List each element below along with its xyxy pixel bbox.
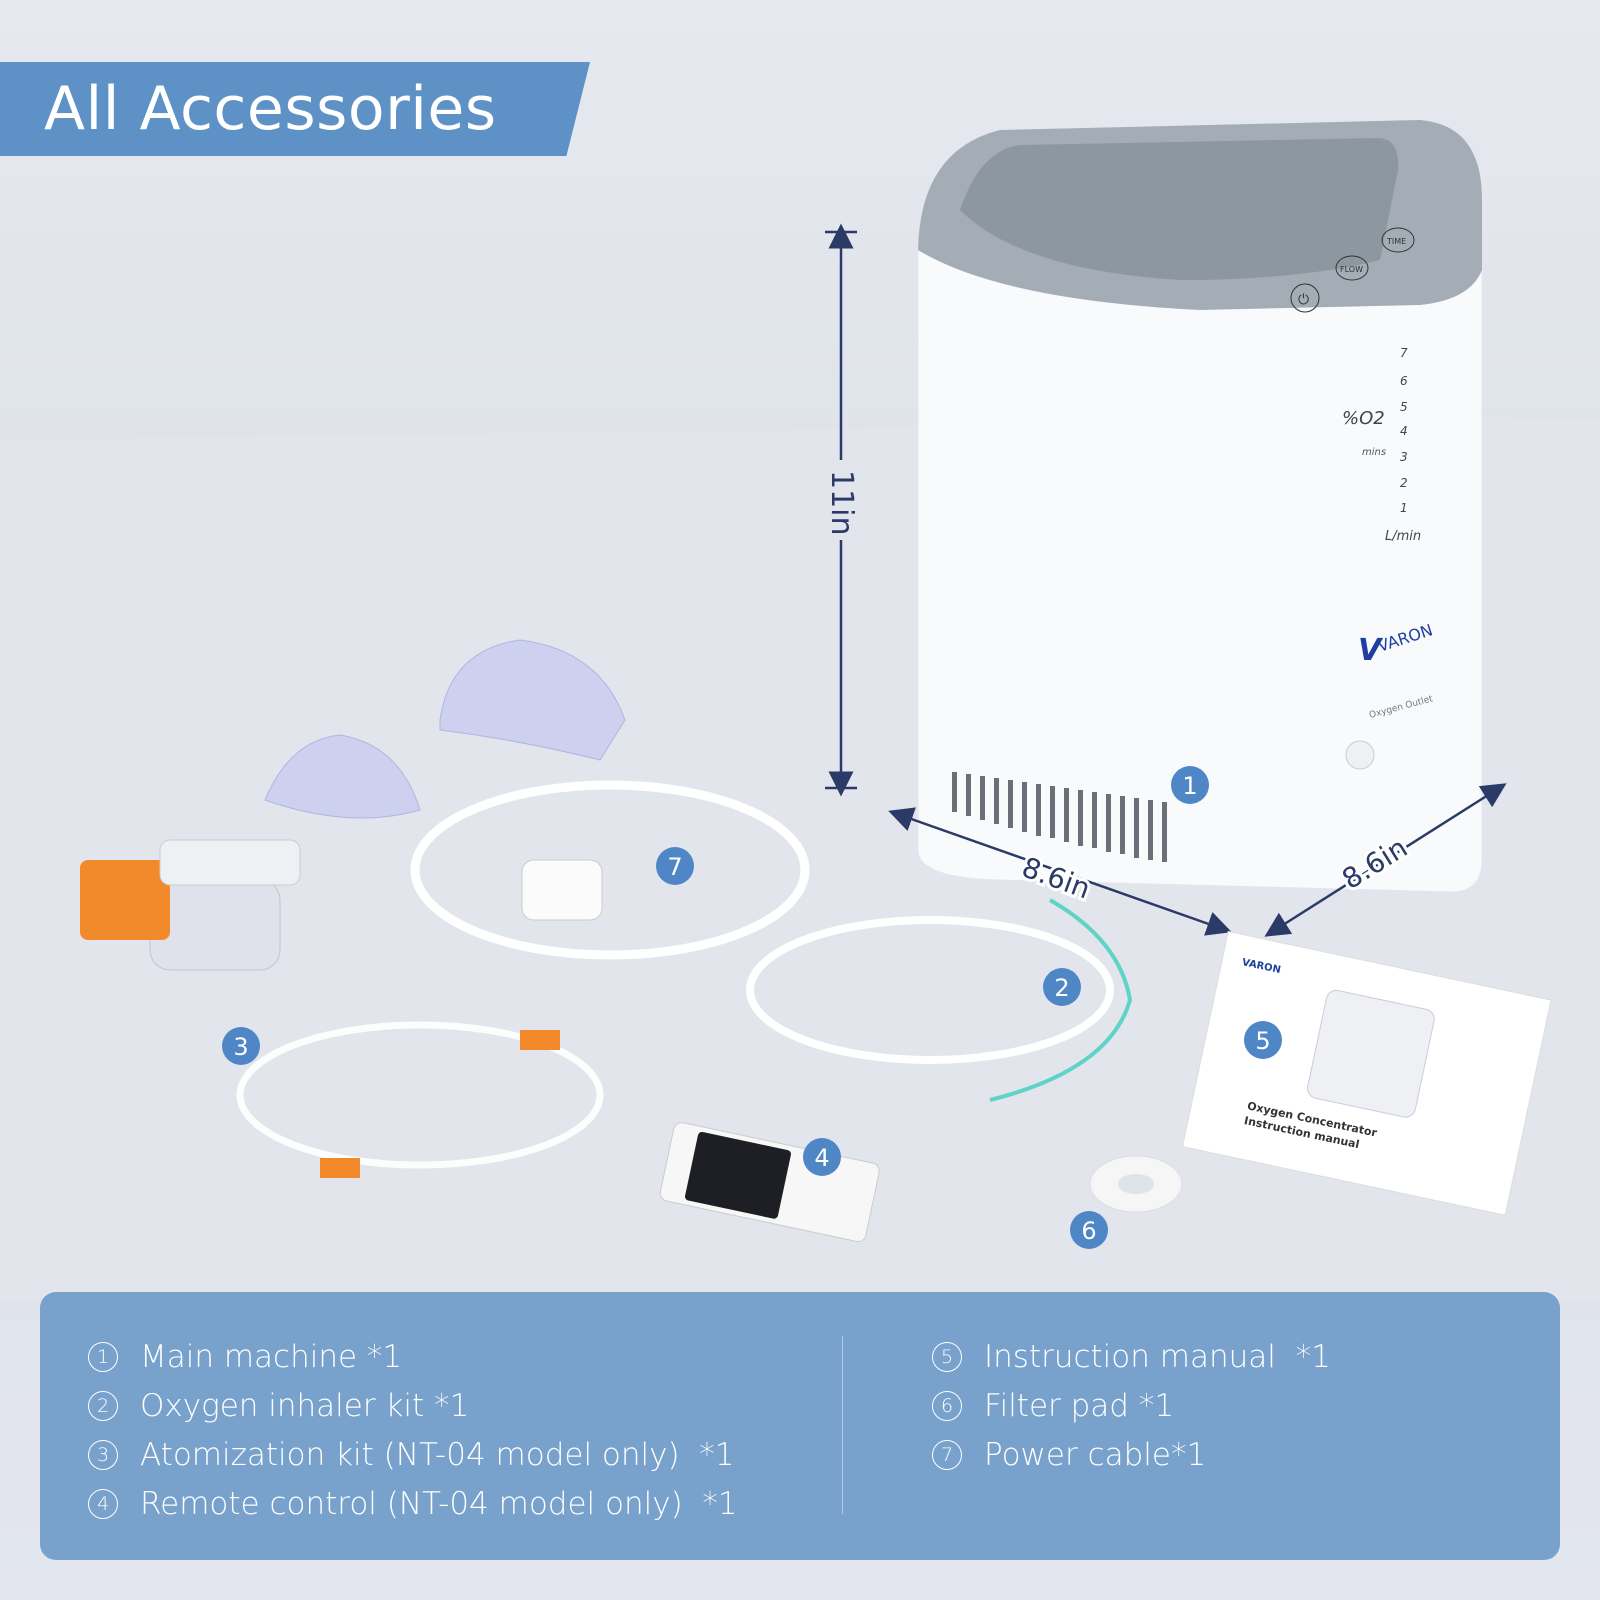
flow-unit: L/min: [1385, 529, 1421, 544]
item-number: 1: [88, 1341, 118, 1372]
list-item: 7 Power cable*1: [932, 1430, 1331, 1479]
flow-level: 1: [1400, 501, 1408, 515]
list-item: 6 Filter pad *1: [932, 1381, 1331, 1430]
list-item: 4 Remote control (NT-04 model only) *1: [88, 1479, 738, 1528]
adult-mask: [439, 639, 626, 761]
power-plug: [521, 859, 603, 921]
flow-level: 6: [1400, 374, 1408, 388]
main-machine: ⏻ FLOW TIME %O2 mins 7 6 5 4 3 2 1 L/min…: [917, 120, 1483, 893]
badge-6: 6: [1081, 1217, 1096, 1245]
item-number: 2: [88, 1390, 118, 1421]
instruction-manual: VARON Oxygen Concentrator Instruction ma…: [1181, 930, 1552, 1216]
o2-label: %O2: [1342, 408, 1385, 429]
list-item: 2 Oxygen inhaler kit *1: [88, 1381, 738, 1430]
dimension-lines: [825, 223, 1507, 937]
flow-level: 2: [1400, 476, 1408, 490]
page-title: All Accessories: [44, 74, 497, 144]
list-item: 3 Atomization kit (NT-04 model only) *1: [88, 1430, 738, 1479]
item-label: Instruction manual *1: [984, 1338, 1331, 1375]
item-label: Filter pad *1: [984, 1387, 1175, 1424]
child-mask: [264, 734, 421, 819]
item-label: Main machine *1: [140, 1338, 403, 1375]
column-divider: [842, 1336, 843, 1514]
oxygen-outlet: [1345, 740, 1375, 770]
nasal-cannula: [989, 898, 1133, 1102]
tube-connector: [520, 1030, 560, 1050]
badge-4: 4: [814, 1144, 829, 1172]
flow-button-label: FLOW: [1340, 265, 1363, 274]
item-label: Oxygen inhaler kit *1: [140, 1387, 470, 1424]
flow-level: 3: [1400, 450, 1408, 464]
item-number: 7: [932, 1439, 962, 1470]
item-number: 6: [932, 1390, 962, 1421]
remote-control: [659, 1122, 880, 1243]
power-cable: [410, 780, 810, 960]
item-label: Power cable*1: [984, 1436, 1207, 1473]
item-label: Atomization kit (NT-04 model only) *1: [140, 1436, 735, 1473]
list-item: 1 Main machine *1: [88, 1332, 738, 1381]
varon-logo-mark: V: [1358, 633, 1384, 668]
oxygen-tube: [746, 916, 1114, 1064]
power-icon: ⏻: [1298, 292, 1309, 308]
tube-connector: [320, 1158, 360, 1178]
badge-5: 5: [1255, 1027, 1270, 1055]
badge-1: 1: [1182, 772, 1197, 800]
list-item: 5 Instruction manual *1: [932, 1332, 1331, 1381]
height-dimension: 11in: [824, 470, 859, 536]
time-button-label: TIME: [1386, 237, 1406, 246]
item-number: 3: [88, 1439, 118, 1470]
flow-level: 5: [1400, 400, 1408, 414]
item-number: 5: [932, 1341, 962, 1372]
badge-7: 7: [667, 853, 682, 881]
atomization-tube: [236, 1021, 604, 1169]
power-button: [1290, 283, 1320, 313]
title-banner: All Accessories: [0, 62, 590, 156]
mins-label: mins: [1362, 447, 1386, 458]
item-number: 4: [88, 1488, 118, 1519]
flow-level: 4: [1400, 424, 1408, 438]
badge-3: 3: [233, 1033, 248, 1061]
atomization-kit: [80, 839, 301, 971]
flow-level: 7: [1400, 346, 1408, 360]
item-label: Remote control (NT-04 model only) *1: [140, 1485, 738, 1522]
badge-2: 2: [1054, 974, 1069, 1002]
